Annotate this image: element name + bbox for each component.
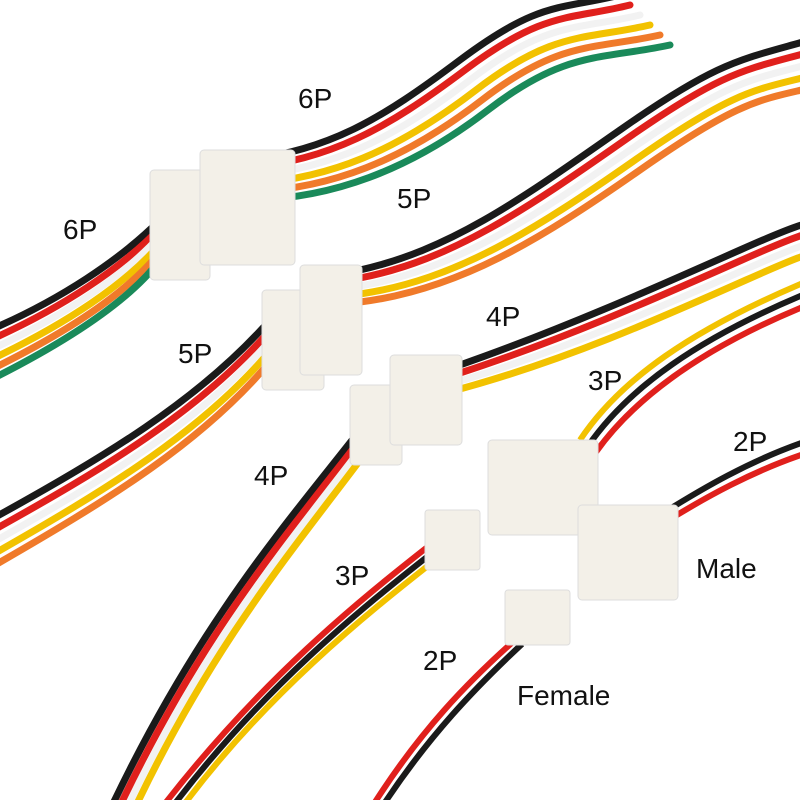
two-pin-female-connector	[504, 589, 571, 646]
six-pin-cable-right	[241, 0, 674, 204]
two-pin-cable-left	[372, 637, 525, 800]
five-pin-male-connector	[299, 264, 363, 376]
label-male: Male	[696, 553, 757, 584]
three-pin-male-connector	[487, 439, 599, 536]
six-pin-cable-left	[0, 217, 163, 379]
three-pin-cable-left	[164, 542, 436, 800]
four-pin-cable-right	[458, 221, 800, 393]
five-pin-cable-right	[359, 39, 800, 306]
label-5p-left: 5P	[178, 338, 213, 369]
two-pin-male-connector	[577, 504, 679, 601]
three-pin-female-connector	[424, 509, 481, 571]
label-2p-left: 2P	[423, 645, 458, 676]
five-pin-cable-left	[0, 317, 281, 567]
six-pin-male-connector	[199, 149, 296, 266]
three-pin-cable-right	[577, 281, 800, 454]
four-pin-cable-left	[110, 427, 381, 800]
two-pin-cable-right	[658, 440, 800, 526]
label-5p-top: 5P	[397, 183, 432, 214]
label-2p-right: 2P	[733, 426, 768, 457]
label-4p-top: 4P	[486, 301, 521, 332]
label-3p-top: 3P	[588, 365, 623, 396]
four-pin-male-connector	[389, 354, 463, 446]
label-4p-left: 4P	[254, 460, 289, 491]
label-6p-left: 6P	[63, 214, 98, 245]
label-6p-top: 6P	[298, 83, 333, 114]
label-3p-left: 3P	[335, 560, 370, 591]
label-female: Female	[517, 680, 611, 711]
